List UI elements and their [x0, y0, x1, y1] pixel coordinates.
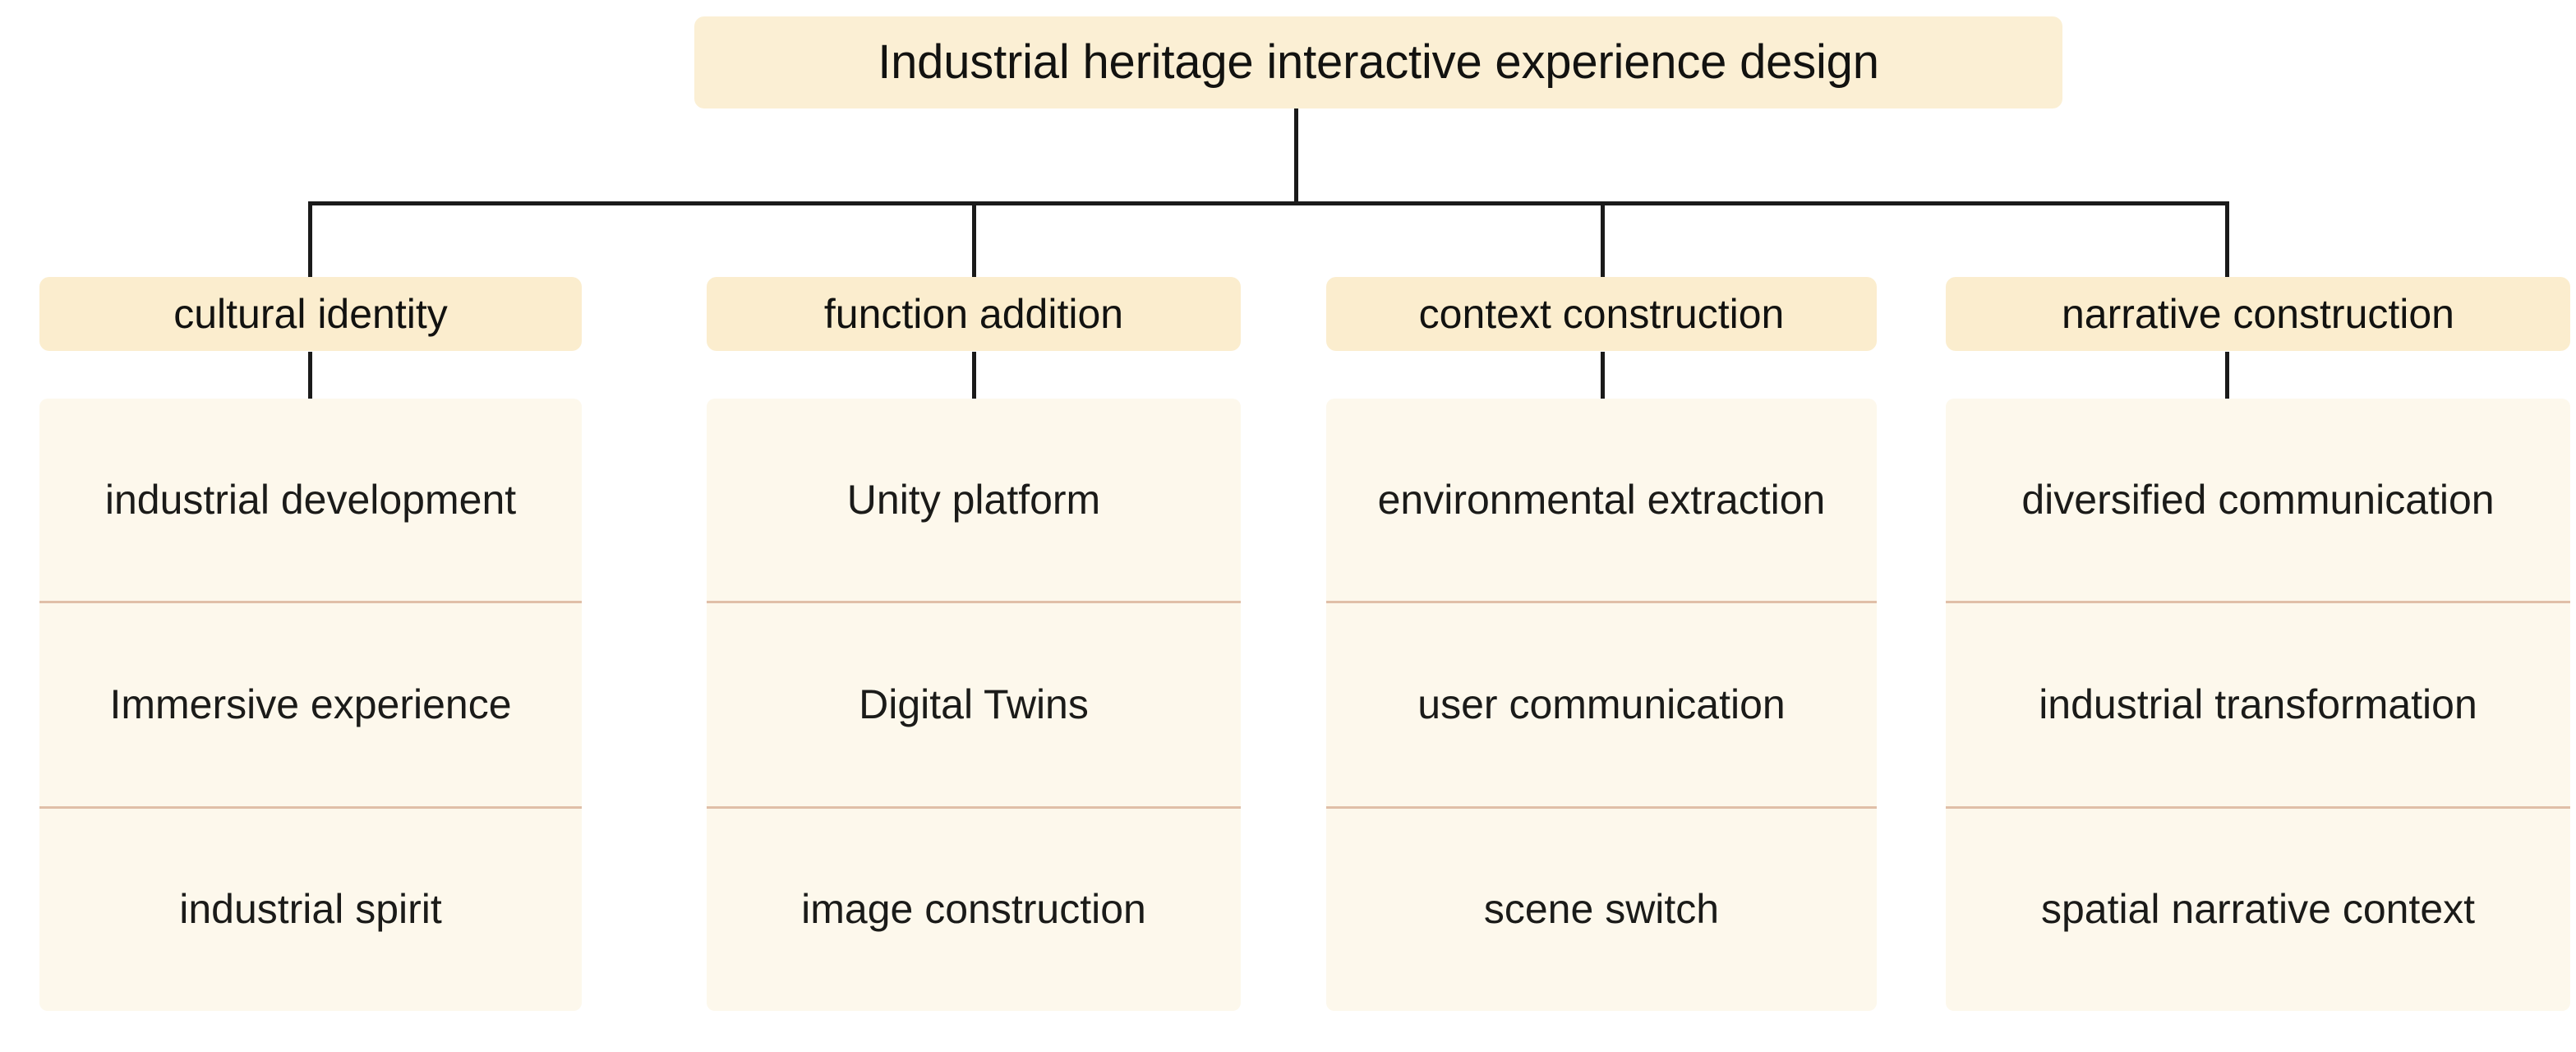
branch-header-label-4: narrative construction [2061, 291, 2454, 337]
root-node-label: Industrial heritage interactive experien… [878, 35, 1879, 89]
branch-panel-2: Unity platform Digital Twins image const… [707, 399, 1241, 1011]
connector-stub-branch-3 [1601, 352, 1605, 399]
panel-item: Unity platform [707, 399, 1241, 604]
panel-item: scene switch [1326, 809, 1877, 1011]
connector-stub-branch-1 [308, 352, 312, 399]
connector-drop-branch-4 [2225, 201, 2229, 277]
branch-header-label-3: context construction [1418, 291, 1785, 337]
branch-header-4: narrative construction [1946, 277, 2570, 351]
panel-item-label: spatial narrative context [2040, 886, 2476, 933]
panel-item: Digital Twins [707, 603, 1241, 809]
branch-column-narrative-construction: narrative construction diversified commu… [1946, 277, 2570, 1011]
panel-item: environmental extraction [1326, 399, 1877, 604]
panel-item: diversified communication [1946, 399, 2570, 604]
branch-column-cultural-identity: cultural identity industrial development… [39, 277, 582, 1011]
panel-item-label: image construction [801, 886, 1146, 933]
branch-panel-4: diversified communication industrial tra… [1946, 399, 2570, 1011]
panel-item-label: user communication [1417, 681, 1786, 727]
branch-header-label-1: cultural identity [173, 291, 448, 337]
branch-column-context-construction: context construction environmental extra… [1326, 277, 1877, 1011]
panel-item: industrial development [39, 399, 582, 604]
branch-header-label-2: function addition [823, 291, 1124, 337]
branch-header-1: cultural identity [39, 277, 582, 351]
branch-column-function-addition: function addition Unity platform Digital… [707, 277, 1241, 1011]
panel-item: Immersive experience [39, 603, 582, 809]
connector-drop-branch-2 [972, 201, 976, 277]
panel-item-label: industrial development [104, 476, 517, 523]
branch-header-2: function addition [707, 277, 1241, 351]
panel-item-label: Immersive experience [109, 681, 512, 727]
panel-item: industrial transformation [1946, 603, 2570, 809]
connector-drop-branch-3 [1601, 201, 1605, 277]
panel-item-label: Digital Twins [859, 681, 1089, 727]
connector-drop-branch-1 [308, 201, 312, 277]
panel-item: image construction [707, 809, 1241, 1011]
branch-header-3: context construction [1326, 277, 1877, 351]
panel-item-label: diversified communication [2021, 476, 2495, 523]
connector-stub-branch-4 [2225, 352, 2229, 399]
branch-panel-1: industrial development Immersive experie… [39, 399, 582, 1011]
panel-item-label: industrial spirit [179, 886, 442, 933]
root-node: Industrial heritage interactive experien… [694, 16, 2062, 108]
panel-item: user communication [1326, 603, 1877, 809]
panel-item: spatial narrative context [1946, 809, 2570, 1011]
panel-item-label: environmental extraction [1377, 476, 1826, 523]
panel-item: industrial spirit [39, 809, 582, 1011]
panel-item-label: scene switch [1483, 886, 1720, 933]
branch-panel-3: environmental extraction user communicat… [1326, 399, 1877, 1011]
connector-stub-branch-2 [972, 352, 976, 399]
panel-item-label: Unity platform [846, 476, 1101, 523]
connector-root-stem [1294, 108, 1298, 205]
connector-horizontal-bus [308, 201, 2229, 205]
panel-item-label: industrial transformation [2039, 681, 2477, 727]
